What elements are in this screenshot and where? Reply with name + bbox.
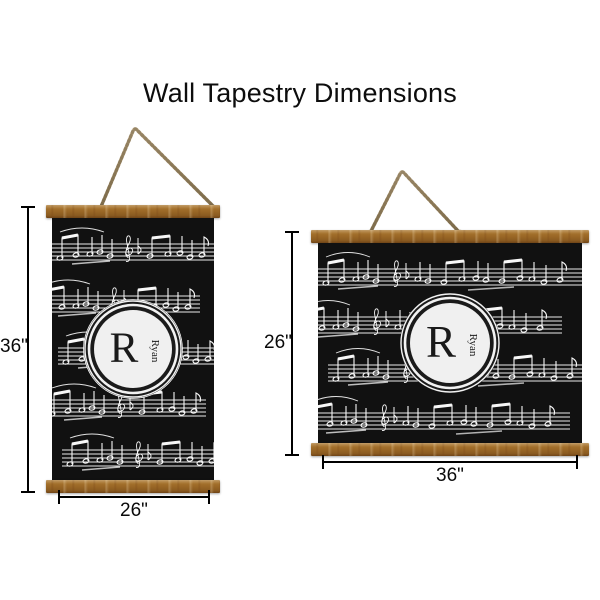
product-landscape-tapestry: R Ryan 26" 36"	[264, 0, 600, 600]
bottom-dowel-portrait	[46, 480, 220, 493]
top-dowel-landscape	[311, 230, 589, 243]
tapestry-fabric-landscape: R Ryan	[318, 243, 582, 443]
height-dimension-cap-top-landscape	[285, 231, 299, 233]
width-dimension-label-portrait: 26"	[120, 500, 148, 521]
page-title: Wall Tapestry Dimensions	[143, 78, 457, 108]
width-dimension-cap-left-landscape	[322, 455, 324, 469]
height-dimension-cap-top-portrait	[21, 206, 35, 208]
height-dimension-cap-bottom-landscape	[285, 454, 299, 456]
svg-text:Ryan: Ryan	[149, 340, 161, 363]
width-dimension-label-landscape: 36"	[436, 465, 464, 486]
width-dimension-cap-right-portrait	[208, 490, 210, 504]
tapestry-fabric-portrait: R Ryan	[52, 218, 214, 480]
bottom-dowel-landscape	[311, 443, 589, 456]
svg-text:R: R	[110, 325, 139, 372]
height-dimension-line-portrait	[27, 206, 29, 493]
width-dimension-cap-left-portrait	[58, 490, 60, 504]
svg-text:R: R	[426, 317, 456, 367]
product-portrait-tapestry: R Ryan 36" 26"	[0, 127, 220, 521]
svg-text:Ryan: Ryan	[467, 334, 479, 357]
height-dimension-label-landscape: 26"	[264, 332, 292, 353]
height-dimension-line-landscape	[291, 231, 293, 456]
width-dimension-cap-right-landscape	[576, 455, 578, 469]
width-dimension-line-portrait	[58, 496, 210, 498]
height-dimension-cap-bottom-portrait	[21, 491, 35, 493]
monogram-medallion: R Ryan	[83, 299, 183, 399]
monogram-medallion: R Ryan	[400, 293, 500, 393]
height-dimension-label-portrait: 36"	[0, 336, 28, 357]
width-dimension-line-landscape	[322, 461, 578, 463]
top-dowel-portrait	[46, 205, 220, 218]
